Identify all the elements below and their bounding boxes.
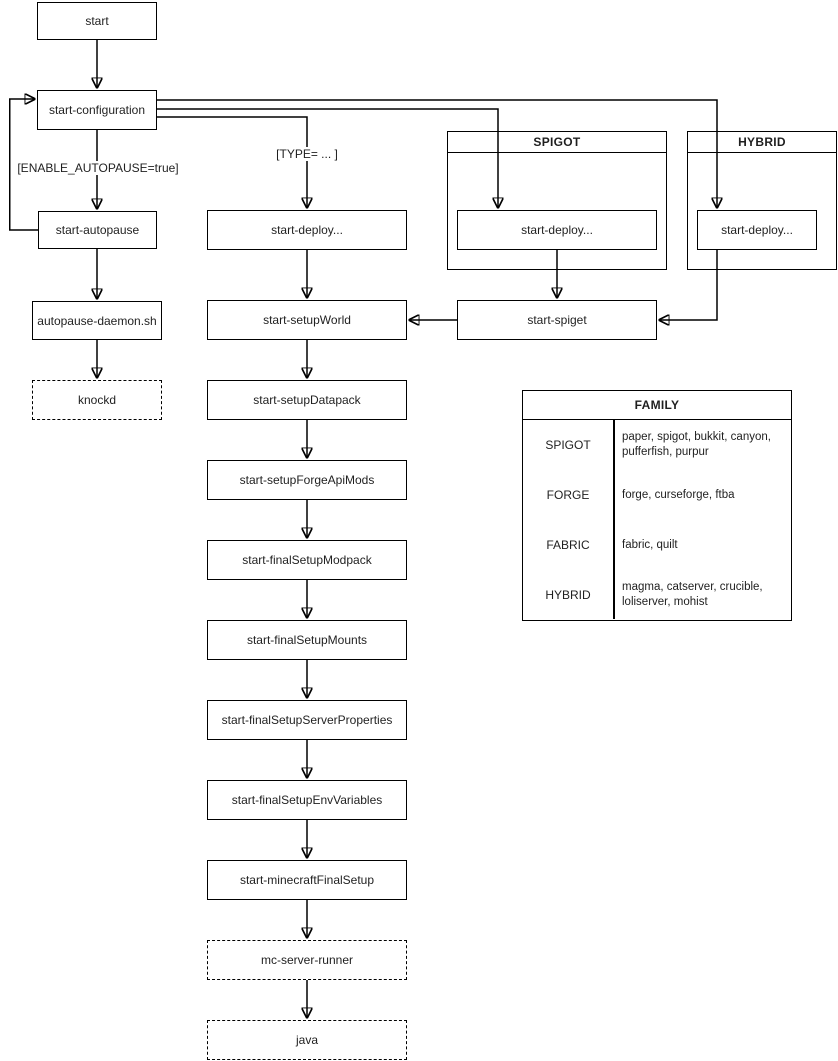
family-name: HYBRID xyxy=(545,588,591,602)
node-start-final-setup-server-properties: start-finalSetupServerProperties xyxy=(207,700,407,740)
node-autopause-daemon: autopause-daemon.sh xyxy=(32,301,162,340)
node-hybrid-start-deploy: start-deploy... xyxy=(697,210,817,250)
family-table-column-divider xyxy=(613,420,615,619)
node-start-autopause: start-autopause xyxy=(38,211,157,249)
edge-label-type: [TYPE= ... ] xyxy=(274,147,340,161)
family-row-fabric: FABRIC fabric, quilt xyxy=(523,520,791,570)
family-name: FORGE xyxy=(546,488,590,502)
node-start-final-setup-modpack: start-finalSetupModpack xyxy=(207,540,407,580)
family-name: SPIGOT xyxy=(545,438,591,452)
node-java: java xyxy=(207,1020,407,1060)
family-table-title: FAMILY xyxy=(523,391,791,420)
family-servers: forge, curseforge, ftba xyxy=(622,488,735,501)
node-start-minecraft-final-setup: start-minecraftFinalSetup xyxy=(207,860,407,900)
edge-label-enable-autopause: [ENABLE_AUTOPAUSE=true] xyxy=(15,161,181,175)
family-servers: magma, catserver, crucible, loliserver, … xyxy=(622,581,763,608)
node-mc-server-runner: mc-server-runner xyxy=(207,940,407,980)
family-table-body: SPIGOT paper, spigot, bukkit, canyon, pu… xyxy=(523,420,791,619)
family-servers: fabric, quilt xyxy=(622,538,678,551)
family-row-forge: FORGE forge, curseforge, ftba xyxy=(523,470,791,520)
node-start-deploy: start-deploy... xyxy=(207,210,407,250)
group-hybrid-header: HYBRID xyxy=(688,132,836,153)
node-start-final-setup-mounts: start-finalSetupMounts xyxy=(207,620,407,660)
node-spigot-start-deploy: start-deploy... xyxy=(457,210,657,250)
family-servers: paper, spigot, bukkit, canyon, pufferfis… xyxy=(622,431,771,458)
node-start-spiget: start-spiget xyxy=(457,300,657,340)
family-row-hybrid: HYBRID magma, catserver, crucible, lolis… xyxy=(523,570,791,620)
node-knockd: knockd xyxy=(32,380,162,420)
node-start-setup-datapack: start-setupDatapack xyxy=(207,380,407,420)
node-start-final-setup-env-variables: start-finalSetupEnvVariables xyxy=(207,780,407,820)
node-start-setup-world: start-setupWorld xyxy=(207,300,407,340)
family-name: FABRIC xyxy=(546,538,590,552)
node-start-configuration: start-configuration xyxy=(37,90,157,130)
group-spigot-header: SPIGOT xyxy=(448,132,666,153)
node-start: start xyxy=(37,2,157,40)
family-row-spigot: SPIGOT paper, spigot, bukkit, canyon, pu… xyxy=(523,420,791,470)
node-start-setup-forge-api-mods: start-setupForgeApiMods xyxy=(207,460,407,500)
family-table: FAMILY SPIGOT paper, spigot, bukkit, can… xyxy=(522,390,792,621)
